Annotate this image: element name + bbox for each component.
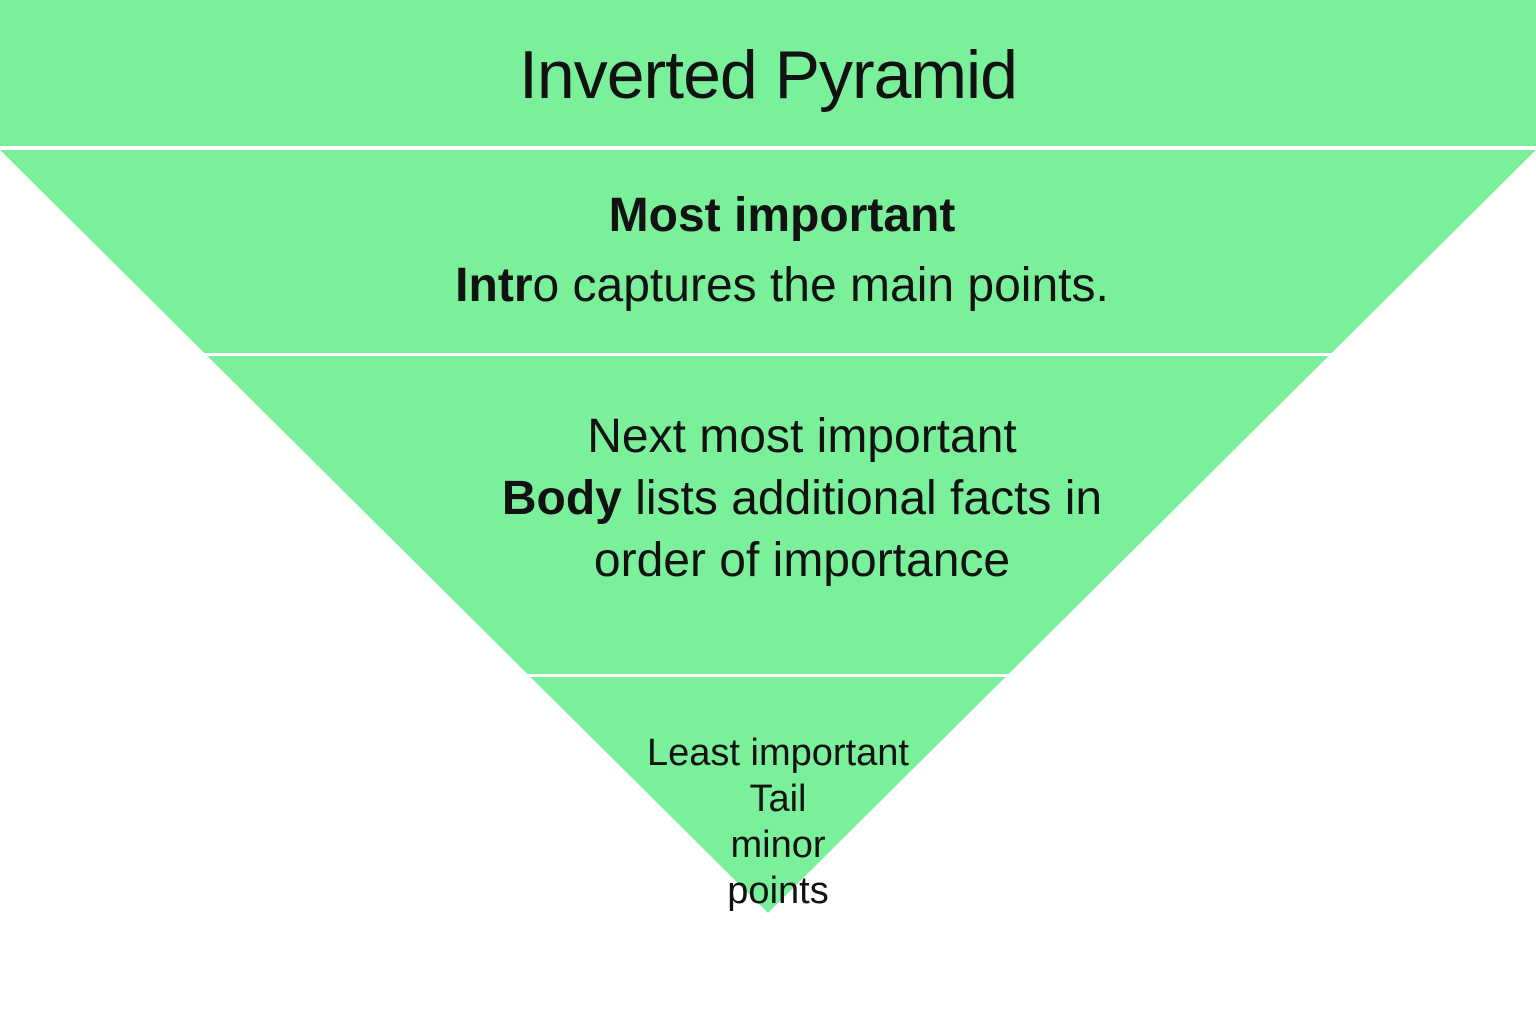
divider-intro-body: [0, 353, 1536, 356]
section-most-important: Most important Intro captures the main p…: [14, 181, 1536, 321]
body-description-line-2: order of importance: [593, 534, 1011, 587]
least-important-heading: Least important: [647, 732, 909, 774]
minor-line: minor: [730, 824, 826, 866]
diagram-title: Inverted Pyramid: [519, 37, 1018, 113]
next-most-important-heading: Next most important: [587, 410, 1017, 463]
intro-description-line: Intro captures the main points.: [14, 251, 1536, 321]
section-next-most-important: Next most important Body lists additiona…: [34, 406, 1536, 592]
divider-body-tail: [0, 674, 1536, 677]
title-band: [0, 0, 1536, 146]
intro-rest-text: o captures the main points.: [532, 259, 1109, 312]
body-description-line: Body lists additional facts in: [34, 468, 1536, 530]
intro-bold-text: Intr: [455, 259, 533, 312]
body-rest-text: lists additional facts in: [621, 472, 1103, 525]
most-important-heading: Most important: [608, 189, 956, 242]
body-bold-text: Body: [501, 472, 622, 525]
tail-line: Tail: [749, 778, 807, 820]
section-least-important: Least important Tail minor points: [10, 730, 1536, 914]
points-line: points: [727, 870, 829, 912]
